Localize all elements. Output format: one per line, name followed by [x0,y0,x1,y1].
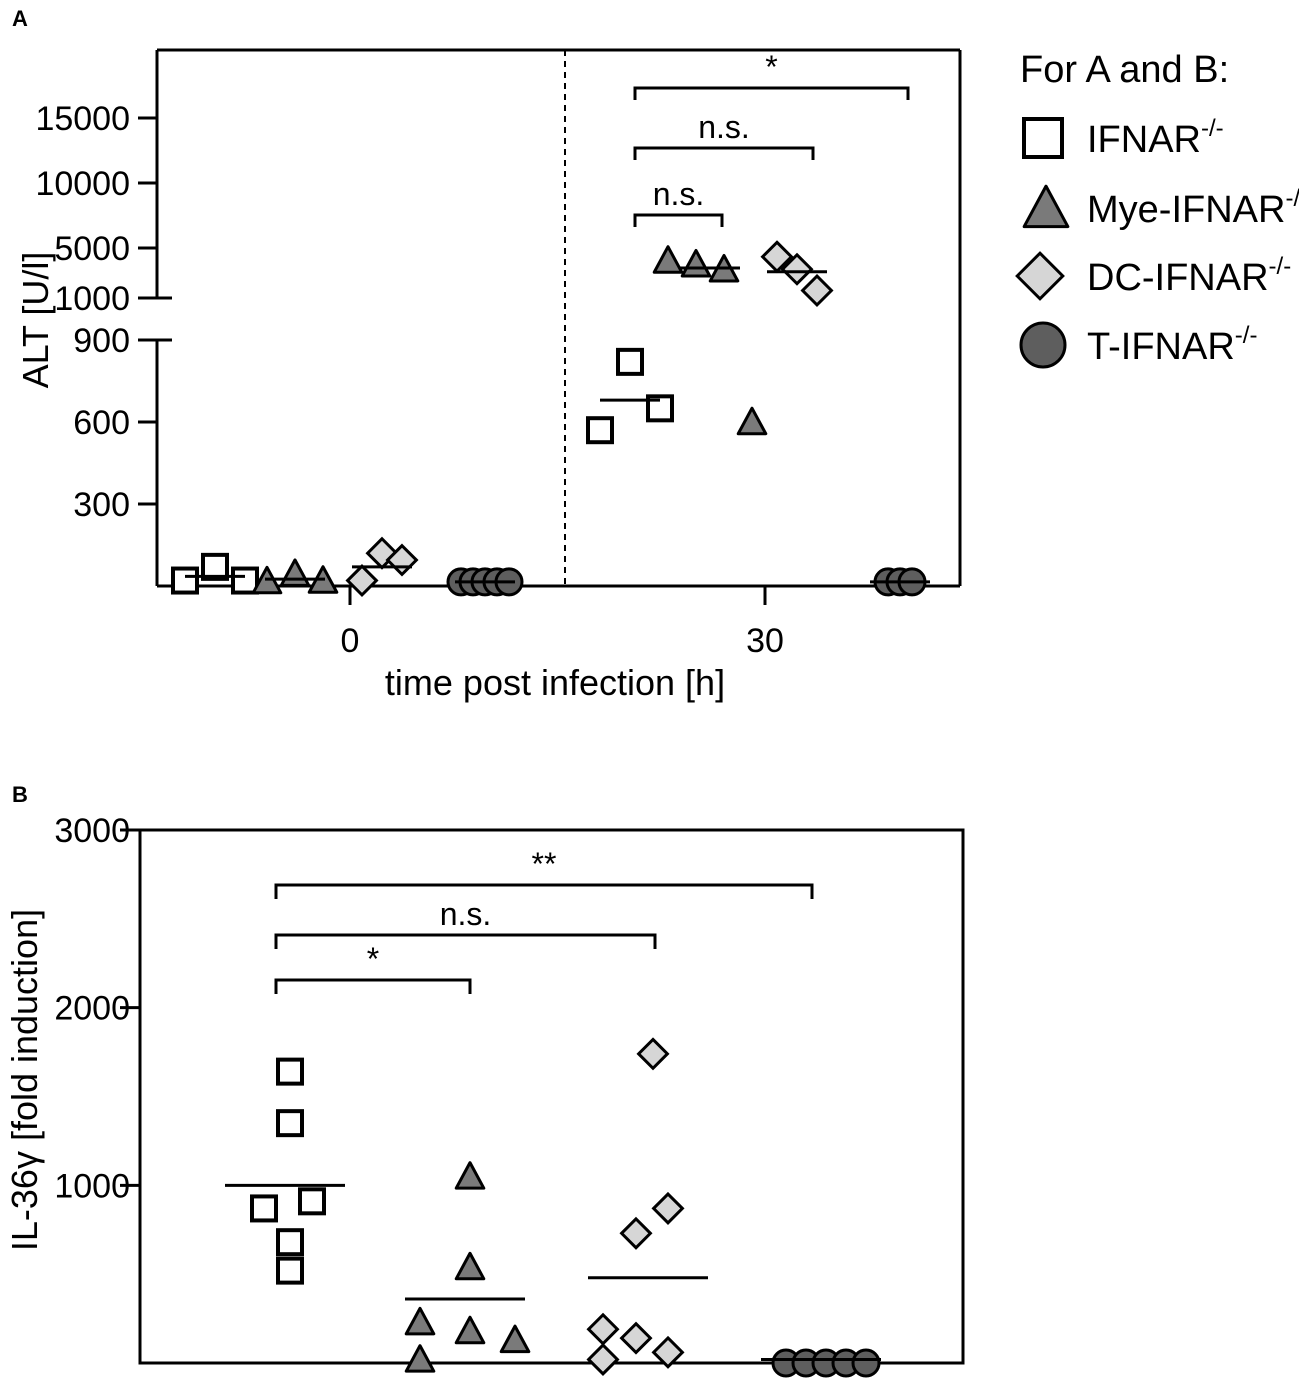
legend: For A and B: IFNAR-/-Mye-IFNAR-/-DC-IFNA… [1015,49,1299,369]
point-b-mye-2 [404,1306,436,1336]
legend-sup-ifnar: -/- [1201,115,1224,142]
point-b-dc-3 [586,1312,620,1346]
point-ifnar-0h-2 [231,566,259,595]
significance-bracket-b-0 [274,978,472,994]
point-b-dc-5 [651,1335,685,1369]
legend-label-text-ifnar: IFNAR [1087,119,1201,161]
significance-bracket-a-1 [633,146,815,160]
point-b-ifnar-3 [250,1194,278,1223]
significance-label-a-0: n.s. [653,176,705,212]
point-b-mye-1 [454,1251,486,1281]
point-b-dc-2 [619,1216,653,1250]
significance-label-b-1: n.s. [440,896,492,932]
legend-marker-ifnar [1022,117,1064,159]
significance-label-b-0: * [367,941,379,977]
legend-marker-mye [1022,184,1070,229]
point-dc-30h-2 [800,273,834,308]
significance-bracket-a-2 [633,86,910,100]
legend-marker-dc [1015,251,1065,301]
legend-label-text-t: T-IFNAR [1087,326,1235,368]
point-dc-0h-2 [385,543,419,577]
point-mye-30h-0 [652,245,684,274]
y-tick-label-900: 900 [73,322,130,360]
legend-label-mye: Mye-IFNAR-/- [1087,185,1299,231]
legend-label-dc: DC-IFNAR-/- [1087,253,1291,299]
legend-label-text-mye: Mye-IFNAR [1087,189,1285,231]
legend-marker-t [1019,321,1067,369]
panel-a-letter: A [12,6,28,31]
point-b-ifnar-1 [276,1109,304,1138]
legend-title: For A and B: [1020,49,1229,91]
legend-label-text-dc: DC-IFNAR [1087,257,1269,299]
point-mye-30h-3 [736,406,768,436]
point-mye-0h-1 [279,558,311,587]
y-tick-label-600: 600 [73,404,130,442]
point-b-dc-4 [619,1321,653,1355]
x-tick-label-30: 30 [746,622,784,660]
panel-a: 300 600 900 1000 5000 10000 15000 0 30 time post … [15,48,962,703]
x-tick-label-0: 0 [341,622,360,660]
y-tick-label-b-1000: 1000 [54,1167,130,1205]
point-b-ifnar-2 [298,1187,326,1216]
plot-frame-b [138,828,965,1365]
point-dc-0h-0 [345,564,379,598]
point-b-ifnar-0 [276,1057,304,1086]
point-b-t-4 [851,1348,881,1378]
y-axis-title-b: IL-36γ [fold induction] [4,909,45,1251]
point-b-mye-5 [404,1344,436,1373]
significance-label-a-2: * [765,49,777,85]
point-ifnar-30h-0 [586,416,614,445]
y-tick-label-b-2000: 2000 [54,990,130,1028]
point-ifnar-30h-1 [616,347,644,376]
y-tick-label-5000: 5000 [54,230,130,268]
point-b-mye-3 [454,1315,486,1345]
point-mye-30h-1 [680,248,712,278]
point-ifnar-0h-1 [201,552,229,581]
point-b-dc-6 [586,1342,620,1376]
point-b-dc-0 [636,1037,670,1071]
significance-label-b-2: ** [532,846,557,882]
point-b-ifnar-5 [276,1256,304,1285]
y-tick-label-10000: 10000 [35,165,130,203]
legend-sup-dc: -/- [1269,253,1292,280]
point-ifnar-0h-0 [171,566,199,595]
panel-b-letter: B [12,782,28,807]
y-axis-title: ALT [U/l] [15,252,56,389]
point-b-ifnar-4 [276,1228,304,1257]
significance-bracket-b-2 [274,883,814,899]
x-axis-title: time post infection [h] [385,662,725,703]
point-b-dc-1 [651,1191,685,1225]
y-tick-label-b-3000: 3000 [54,812,130,850]
significance-label-a-1: n.s. [698,109,750,145]
legend-sup-mye: -/- [1285,185,1299,212]
y-tick-label-300: 300 [73,486,130,524]
point-dc-30h-1 [780,252,814,286]
legend-label-ifnar: IFNAR-/- [1087,115,1224,161]
y-tick-label-15000: 15000 [35,100,130,138]
y-tick-label-1000: 1000 [54,280,130,318]
legend-sup-t: -/- [1235,322,1258,349]
significance-bracket-b-1 [274,933,657,949]
significance-bracket-a-0 [633,213,724,227]
legend-label-t: T-IFNAR-/- [1087,322,1257,368]
point-b-mye-0 [454,1161,486,1190]
point-b-mye-4 [499,1324,531,1354]
